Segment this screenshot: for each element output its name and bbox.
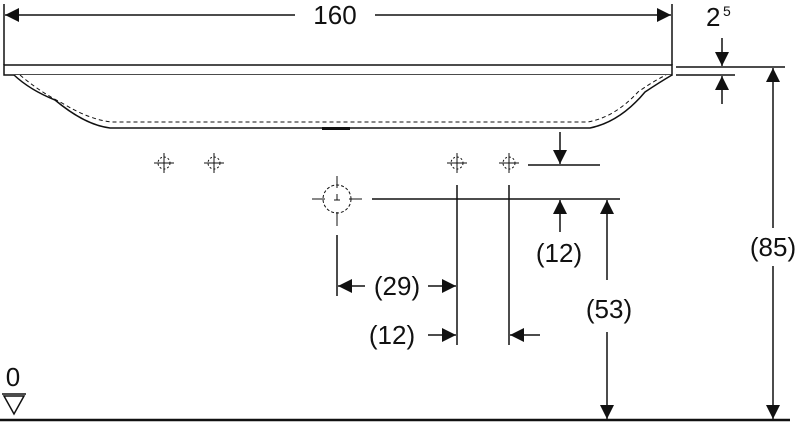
fixing-vertical-offset-dimension: (12) <box>528 132 600 268</box>
overall-width-label: 160 <box>313 0 356 30</box>
fixing-spacing-label: (12) <box>369 320 415 350</box>
overflow-outlet <box>322 127 350 130</box>
floor-level-label: 0 <box>6 362 20 392</box>
drain-to-fixing-label: (29) <box>374 271 420 301</box>
fixing-point-2-icon <box>204 153 224 173</box>
fixing-points <box>154 153 519 173</box>
fixing-point-1-icon <box>154 153 174 173</box>
fixing-vertical-offset-label: (12) <box>536 238 582 268</box>
rim-thickness-label: 2 <box>706 2 720 32</box>
fixing-point-3-icon <box>447 153 467 173</box>
rim-thickness-dimension: 2 5 <box>676 2 735 104</box>
drain-height-dimension: (53) <box>586 200 632 419</box>
width-dimension: 160 <box>3 0 673 65</box>
level-triangle-icon <box>2 395 26 416</box>
floor-level-marker: 0 <box>2 362 26 416</box>
basin-body <box>3 64 673 130</box>
basin-rim <box>3 64 673 76</box>
fixing-spacing-dimension: (12) <box>369 320 540 350</box>
basin-outline <box>13 74 673 129</box>
total-height-dimension: (85) <box>735 66 796 419</box>
total-height-label: (85) <box>750 232 796 262</box>
rim-thickness-superscript: 5 <box>723 3 731 19</box>
drain-to-fixing-dimension: (29) <box>338 271 456 301</box>
drain-symbol-icon <box>312 176 362 226</box>
fixing-point-4-icon <box>499 153 519 173</box>
drain-height-label: (53) <box>586 294 632 324</box>
basin-inner-hidden-line <box>19 74 667 123</box>
